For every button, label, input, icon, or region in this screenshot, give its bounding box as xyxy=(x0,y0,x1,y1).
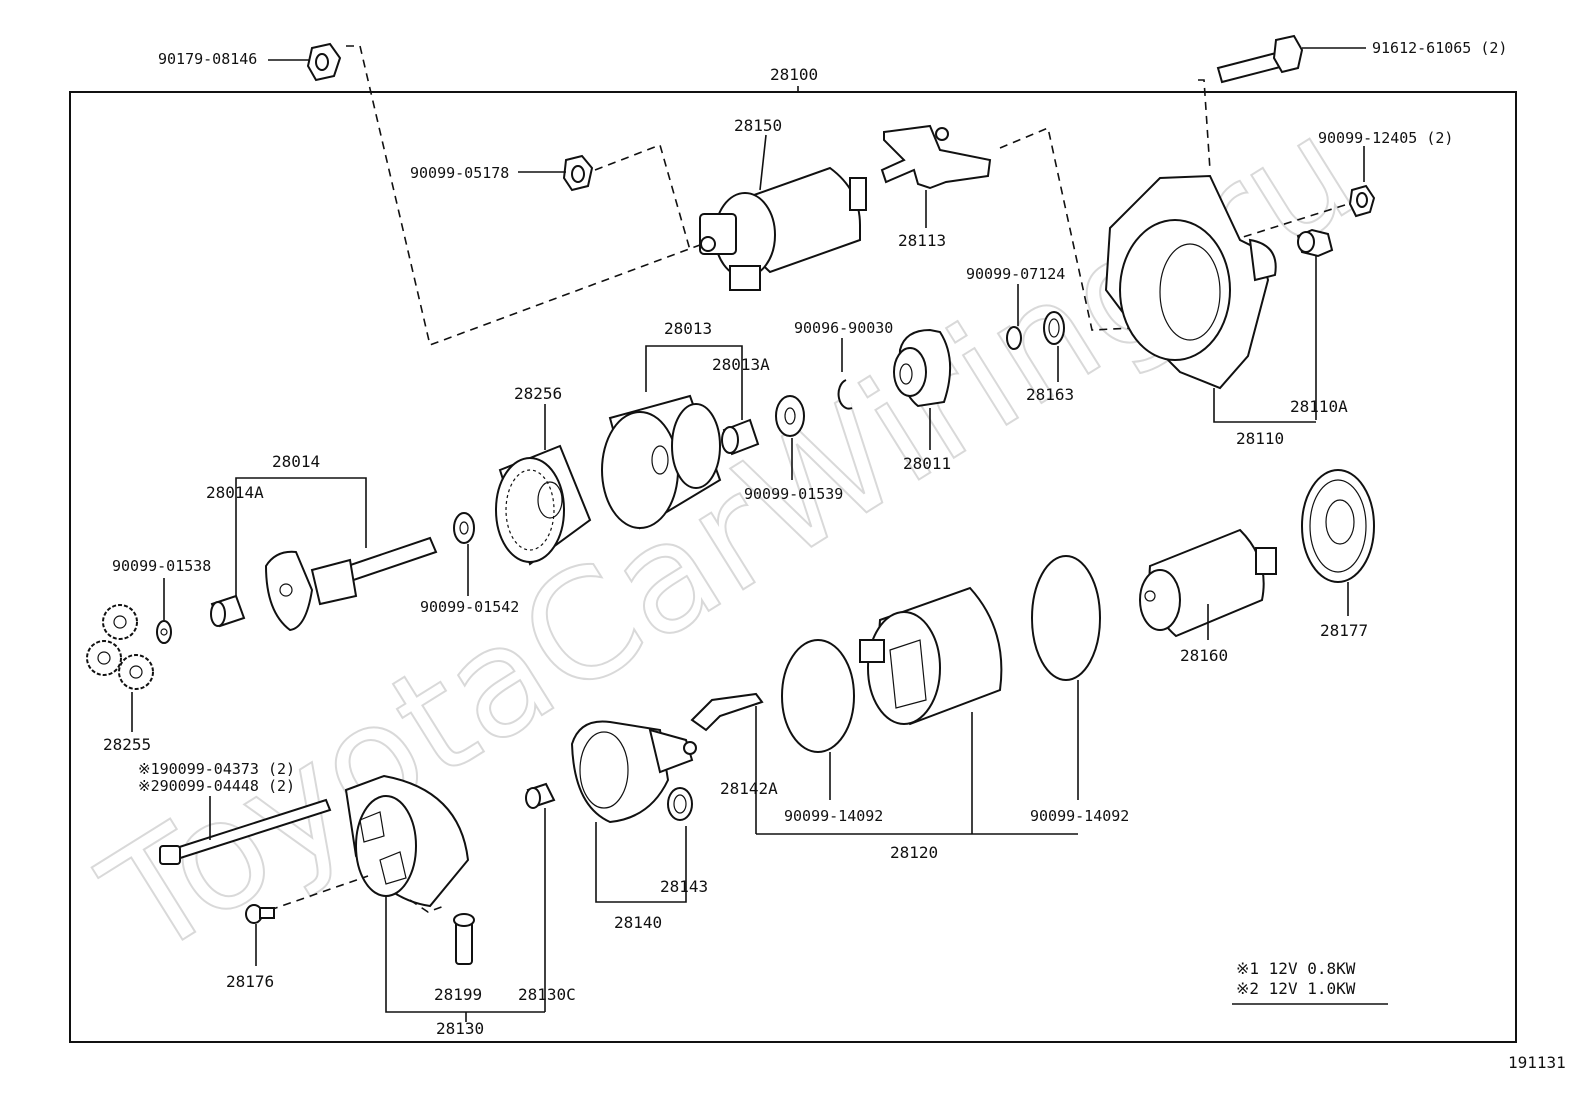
label-28013A[interactable]: 28013A xyxy=(712,355,770,374)
assembly-frame xyxy=(69,91,1517,1043)
field-frame-28120[interactable] xyxy=(859,586,1003,726)
label-28113[interactable]: 28113 xyxy=(898,231,946,250)
figure-number: 191131 xyxy=(1508,1053,1566,1072)
bush-28110A[interactable] xyxy=(1296,228,1334,258)
label-90099-05178[interactable]: 90099-05178 xyxy=(410,164,509,182)
label-90096-90030[interactable]: 90096-90030 xyxy=(794,319,893,337)
label-28199[interactable]: 28199 xyxy=(434,985,482,1004)
bolt-91612-61065[interactable] xyxy=(1216,34,1304,84)
ring-90099-07124[interactable] xyxy=(1006,326,1022,350)
lead-wire-28142A[interactable] xyxy=(690,692,764,732)
washer-90099-01542[interactable] xyxy=(453,512,475,544)
end-frame-28130[interactable] xyxy=(344,774,470,908)
starter-clutch-28011[interactable] xyxy=(893,328,952,408)
snap-ring-90096-90030[interactable] xyxy=(837,379,853,410)
through-bolt-90099-04373[interactable] xyxy=(159,798,332,865)
label-28014[interactable]: 28014 xyxy=(272,452,320,471)
bush-28130C[interactable] xyxy=(525,782,556,809)
label-90099-07124[interactable]: 90099-07124 xyxy=(966,265,1065,283)
label-90099-01539[interactable]: 90099-01539 xyxy=(744,485,843,503)
label-28130C[interactable]: 28130C xyxy=(518,985,576,1004)
label-90099-04448[interactable]: ※290099-04448 (2) xyxy=(138,777,295,795)
o-ring-90099-14092-left[interactable] xyxy=(781,639,855,753)
label-28011[interactable]: 28011 xyxy=(903,454,951,473)
label-28150[interactable]: 28150 xyxy=(734,116,782,135)
label-90099-01542[interactable]: 90099-01542 xyxy=(420,598,519,616)
label-28142A[interactable]: 28142A xyxy=(720,779,778,798)
label-90099-14092-right[interactable]: 90099-14092 xyxy=(1030,807,1129,825)
terminal-28199[interactable] xyxy=(453,913,475,965)
label-91612-61065[interactable]: 91612-61065 (2) xyxy=(1372,39,1507,57)
planetary-shaft-28014[interactable] xyxy=(264,536,438,632)
brush-holder-28140[interactable] xyxy=(570,720,697,824)
label-28256[interactable]: 28256 xyxy=(514,384,562,403)
label-90099-12405[interactable]: 90099-12405 (2) xyxy=(1318,129,1453,147)
label-28110[interactable]: 28110 xyxy=(1236,429,1284,448)
internal-gear-yoke-28013[interactable] xyxy=(601,394,722,530)
bush-28014A[interactable] xyxy=(210,594,246,628)
note-2: ※2 12V 1.0KW xyxy=(1236,979,1356,998)
label-28120[interactable]: 28120 xyxy=(890,843,938,862)
label-28143[interactable]: 28143 xyxy=(660,877,708,896)
label-28014A[interactable]: 28014A xyxy=(206,483,264,502)
label-28013[interactable]: 28013 xyxy=(664,319,712,338)
bushing-90099-12405[interactable] xyxy=(1348,184,1376,218)
washer-90099-01538[interactable] xyxy=(156,620,172,644)
internal-gear-28256[interactable] xyxy=(495,444,592,566)
nut-90099-05178[interactable] xyxy=(562,154,594,192)
o-ring-90099-14092-right[interactable] xyxy=(1031,555,1101,681)
label-28160[interactable]: 28160 xyxy=(1180,646,1228,665)
washer-90099-01539[interactable] xyxy=(775,395,805,437)
collar-28163[interactable] xyxy=(1043,311,1065,345)
plate-28177[interactable] xyxy=(1301,469,1375,583)
note-1: ※1 12V 0.8KW xyxy=(1236,959,1356,978)
label-90099-14092-left[interactable]: 90099-14092 xyxy=(784,807,883,825)
label-90099-04373[interactable]: ※190099-04373 (2) xyxy=(138,760,295,778)
label-28130[interactable]: 28130 xyxy=(436,1019,484,1038)
label-90099-01538[interactable]: 90099-01538 xyxy=(112,557,211,575)
magnetic-switch-28150[interactable] xyxy=(699,166,867,291)
label-28255[interactable]: 28255 xyxy=(103,735,151,754)
label-28110A[interactable]: 28110A xyxy=(1290,397,1348,416)
screw-28176[interactable] xyxy=(245,904,275,924)
label-28177[interactable]: 28177 xyxy=(1320,621,1368,640)
bush-28013A[interactable] xyxy=(721,418,760,456)
nut-90179-08146[interactable] xyxy=(306,42,342,82)
label-28176[interactable]: 28176 xyxy=(226,972,274,991)
drive-housing-28110[interactable] xyxy=(1104,174,1277,390)
label-28100[interactable]: 28100 xyxy=(770,65,818,84)
label-90179-08146[interactable]: 90179-08146 xyxy=(158,50,257,68)
label-28140[interactable]: 28140 xyxy=(614,913,662,932)
armature-28160[interactable] xyxy=(1139,528,1277,638)
label-28163[interactable]: 28163 xyxy=(1026,385,1074,404)
drive-lever-28113[interactable] xyxy=(880,124,992,190)
spring-28143[interactable] xyxy=(667,787,693,821)
planetary-gears-28255[interactable] xyxy=(86,604,154,690)
